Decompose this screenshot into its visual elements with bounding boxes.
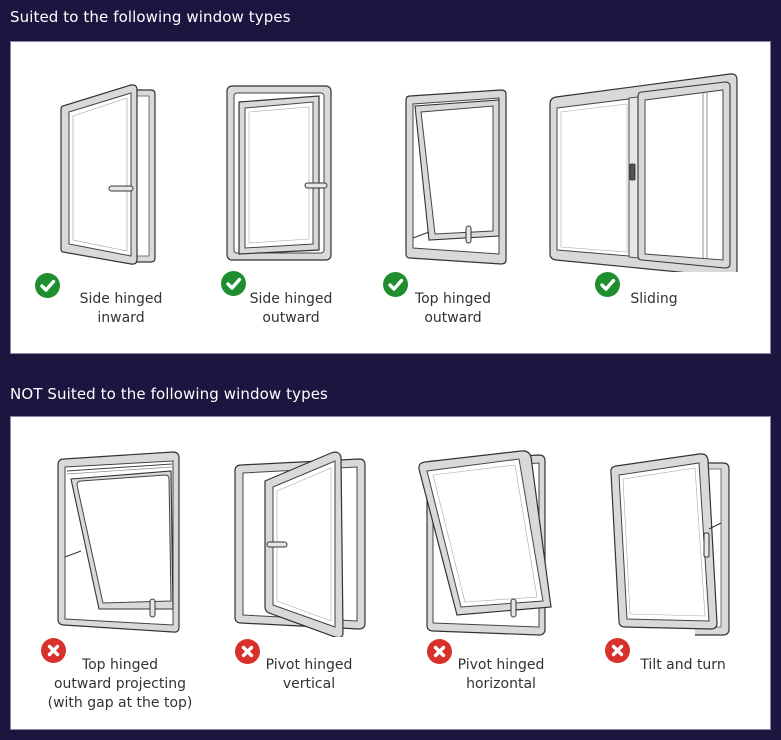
suited-check-icon xyxy=(221,271,246,296)
window-type-label: Sliding xyxy=(630,291,678,307)
window-type-label: Pivot hinged vertical xyxy=(265,657,353,692)
not-suited-x-icon xyxy=(41,638,66,663)
side-hinged-inward-window-icon xyxy=(60,84,156,265)
pivot-hinged-vertical-window-icon xyxy=(234,451,366,637)
window-type-sliding: Sliding xyxy=(541,42,771,355)
tilt-and-turn-window-icon xyxy=(610,453,730,636)
window-type-side-hinged-inward: Side hinged inward xyxy=(11,42,201,355)
suited-check-icon xyxy=(35,273,60,298)
side-hinged-outward-window-icon xyxy=(226,85,332,261)
window-type-label: Pivot hinged horizontal xyxy=(457,657,545,692)
suited-check-icon xyxy=(383,272,408,297)
suited-section-title: Suited to the following window types xyxy=(10,8,291,26)
window-type-label: Tilt and turn xyxy=(640,657,726,673)
window-type-top-hinged-projecting: Top hinged outward projecting (with gap … xyxy=(11,417,211,731)
sliding-window-icon xyxy=(549,73,738,272)
window-type-label: Side hinged inward xyxy=(79,291,163,326)
window-type-tilt-and-turn: Tilt and turn xyxy=(591,417,772,731)
not-suited-section-title: NOT Suited to the following window types xyxy=(10,385,328,403)
window-type-top-hinged-outward: Top hinged outward xyxy=(371,42,541,355)
window-type-label: Top hinged outward xyxy=(414,291,492,326)
window-type-label: Top hinged outward projecting (with gap … xyxy=(47,657,193,711)
window-type-label: Side hinged outward xyxy=(249,291,333,326)
not-suited-x-icon xyxy=(427,639,452,664)
not-suited-x-icon xyxy=(605,638,630,663)
suited-panel: Side hinged inward Side hinged outward xyxy=(10,41,771,354)
top-hinged-projecting-window-icon xyxy=(57,451,180,633)
suited-check-icon xyxy=(595,272,620,297)
window-type-pivot-hinged-vertical: Pivot hinged vertical xyxy=(211,417,401,731)
not-suited-x-icon xyxy=(235,639,260,664)
window-type-pivot-hinged-horizontal: Pivot hinged horizontal xyxy=(401,417,591,731)
top-hinged-outward-window-icon xyxy=(405,89,507,265)
window-type-side-hinged-outward: Side hinged outward xyxy=(201,42,371,355)
pivot-hinged-horizontal-window-icon xyxy=(418,450,552,636)
not-suited-panel: Top hinged outward projecting (with gap … xyxy=(10,416,771,730)
